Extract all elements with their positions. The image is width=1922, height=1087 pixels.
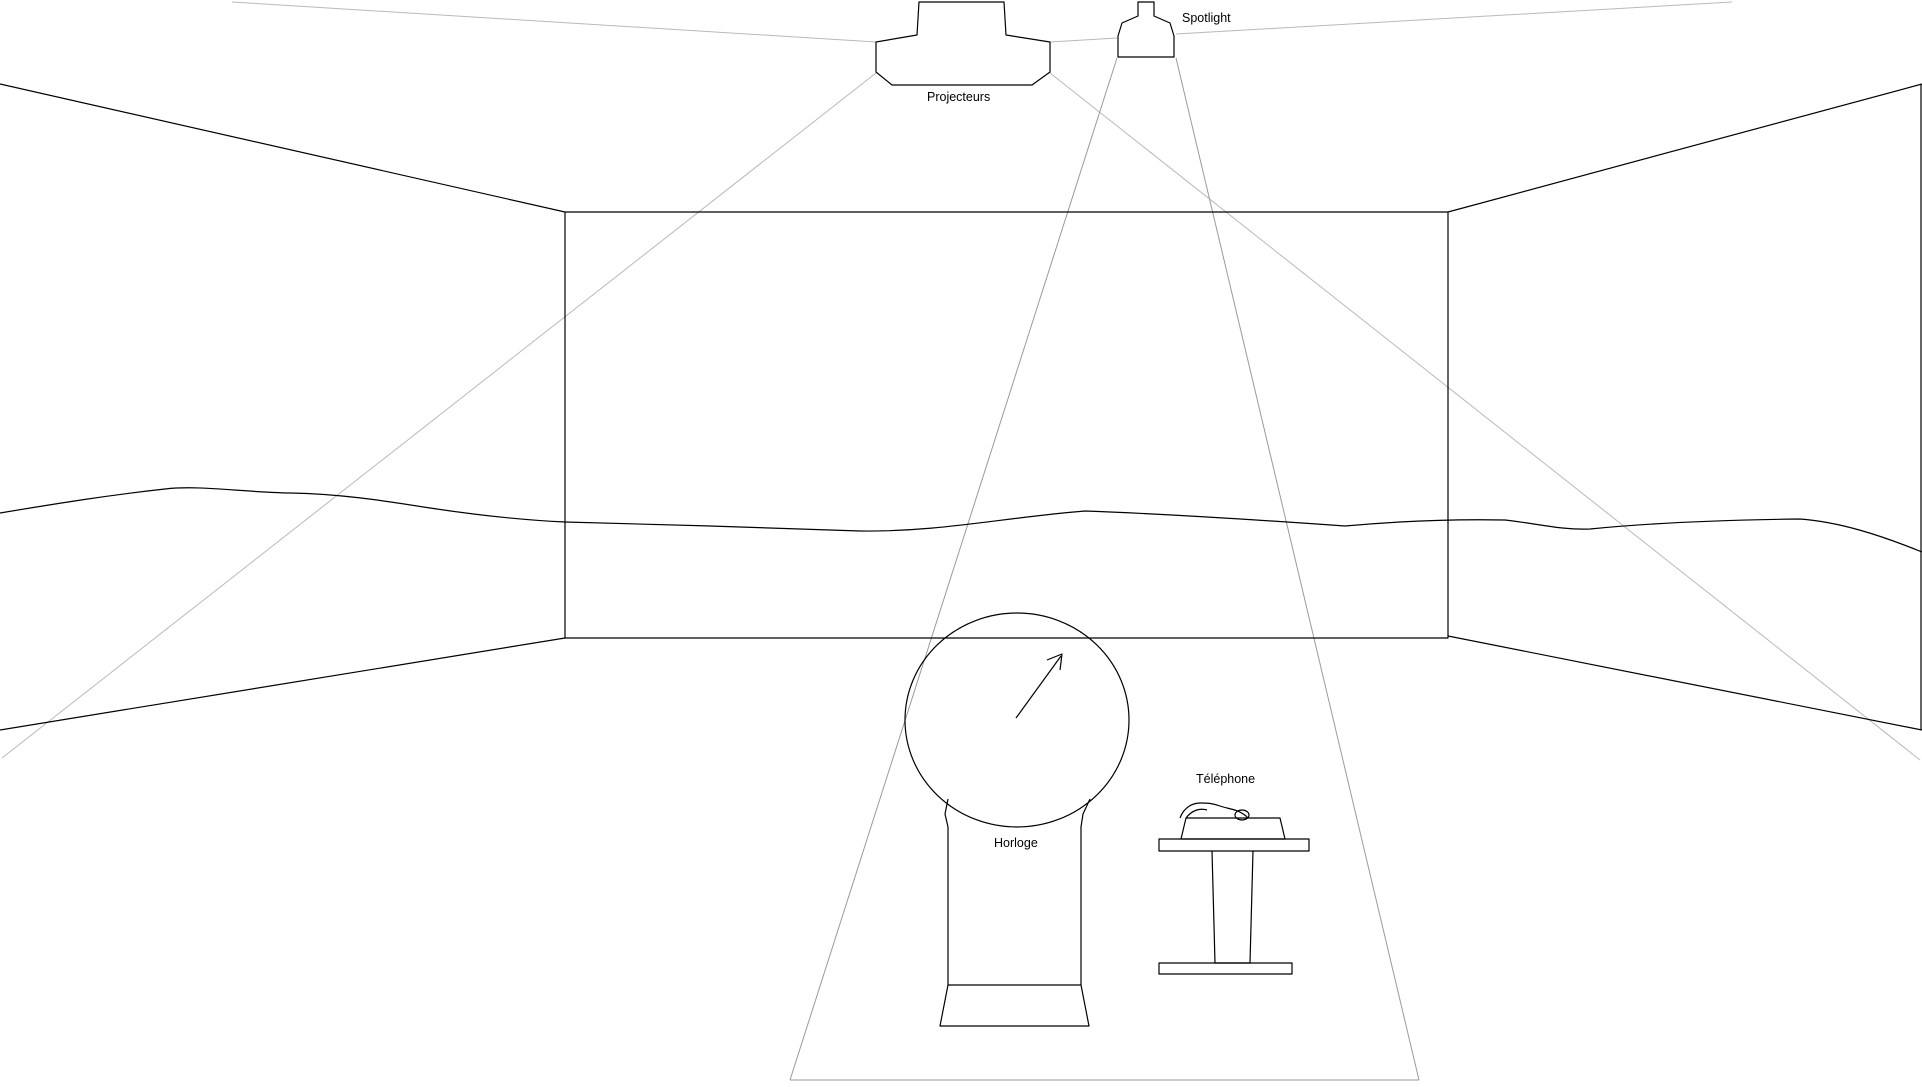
clock-prop: Horloge bbox=[904, 612, 1130, 1027]
projector-beam-left bbox=[1, 72, 877, 759]
clock-hand-arrowhead bbox=[1046, 653, 1063, 671]
projectors-label: Projecteurs bbox=[927, 90, 990, 104]
projector-beam-right bbox=[1049, 72, 1921, 761]
horizon-line bbox=[0, 487, 1922, 553]
telephone-table-leg bbox=[1211, 850, 1254, 964]
clock-face bbox=[904, 612, 1130, 828]
clock-pedestal bbox=[944, 798, 1091, 986]
spotlight-fixture: Spotlight bbox=[1117, 1, 1231, 58]
projectors-fixture: Projecteurs bbox=[875, 1, 1051, 104]
telephone-table-foot bbox=[1158, 962, 1293, 975]
spotlight-label: Spotlight bbox=[1182, 11, 1231, 25]
room-walls bbox=[0, 83, 1922, 731]
projector-beams bbox=[1, 72, 1921, 761]
telephone-prop: Téléphone bbox=[1158, 772, 1310, 975]
clock-hand bbox=[1015, 655, 1062, 719]
clock-base bbox=[939, 984, 1090, 1027]
back-wall bbox=[564, 211, 1449, 639]
telephone-tabletop bbox=[1158, 838, 1310, 852]
spotlight-beam bbox=[789, 57, 1420, 1081]
ceiling-rig-lines bbox=[231, 1, 1733, 43]
telephone-body bbox=[1180, 817, 1286, 840]
telephone-label: Téléphone bbox=[1196, 772, 1255, 786]
clock-label: Horloge bbox=[994, 836, 1038, 850]
telephone-handset bbox=[1179, 802, 1249, 819]
